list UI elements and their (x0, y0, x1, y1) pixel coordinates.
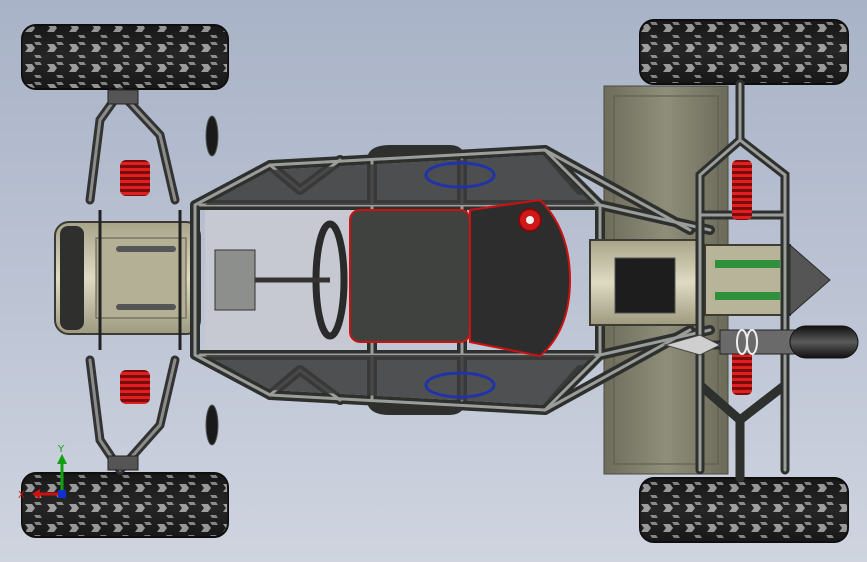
side-mirrors (205, 115, 219, 446)
engine (589, 239, 831, 326)
triad-x-label: X (18, 490, 25, 501)
front-suspension (85, 87, 180, 475)
steering-wheel (214, 220, 348, 340)
triad-y-label: Y (57, 444, 65, 455)
front-nose (54, 210, 201, 350)
driver-seat (349, 198, 572, 358)
coordinate-triad: Y X (18, 444, 67, 501)
front-coil-springs (120, 160, 150, 404)
triad-z-axis (58, 490, 66, 498)
front-left-wheel (21, 24, 229, 90)
rear-right-wheel (639, 477, 849, 543)
rear-suspension (695, 79, 790, 483)
front-right-wheel (21, 472, 229, 538)
rear-coil-springs (732, 160, 752, 395)
exhaust-muffler (663, 325, 859, 359)
rear-left-wheel (639, 19, 849, 85)
